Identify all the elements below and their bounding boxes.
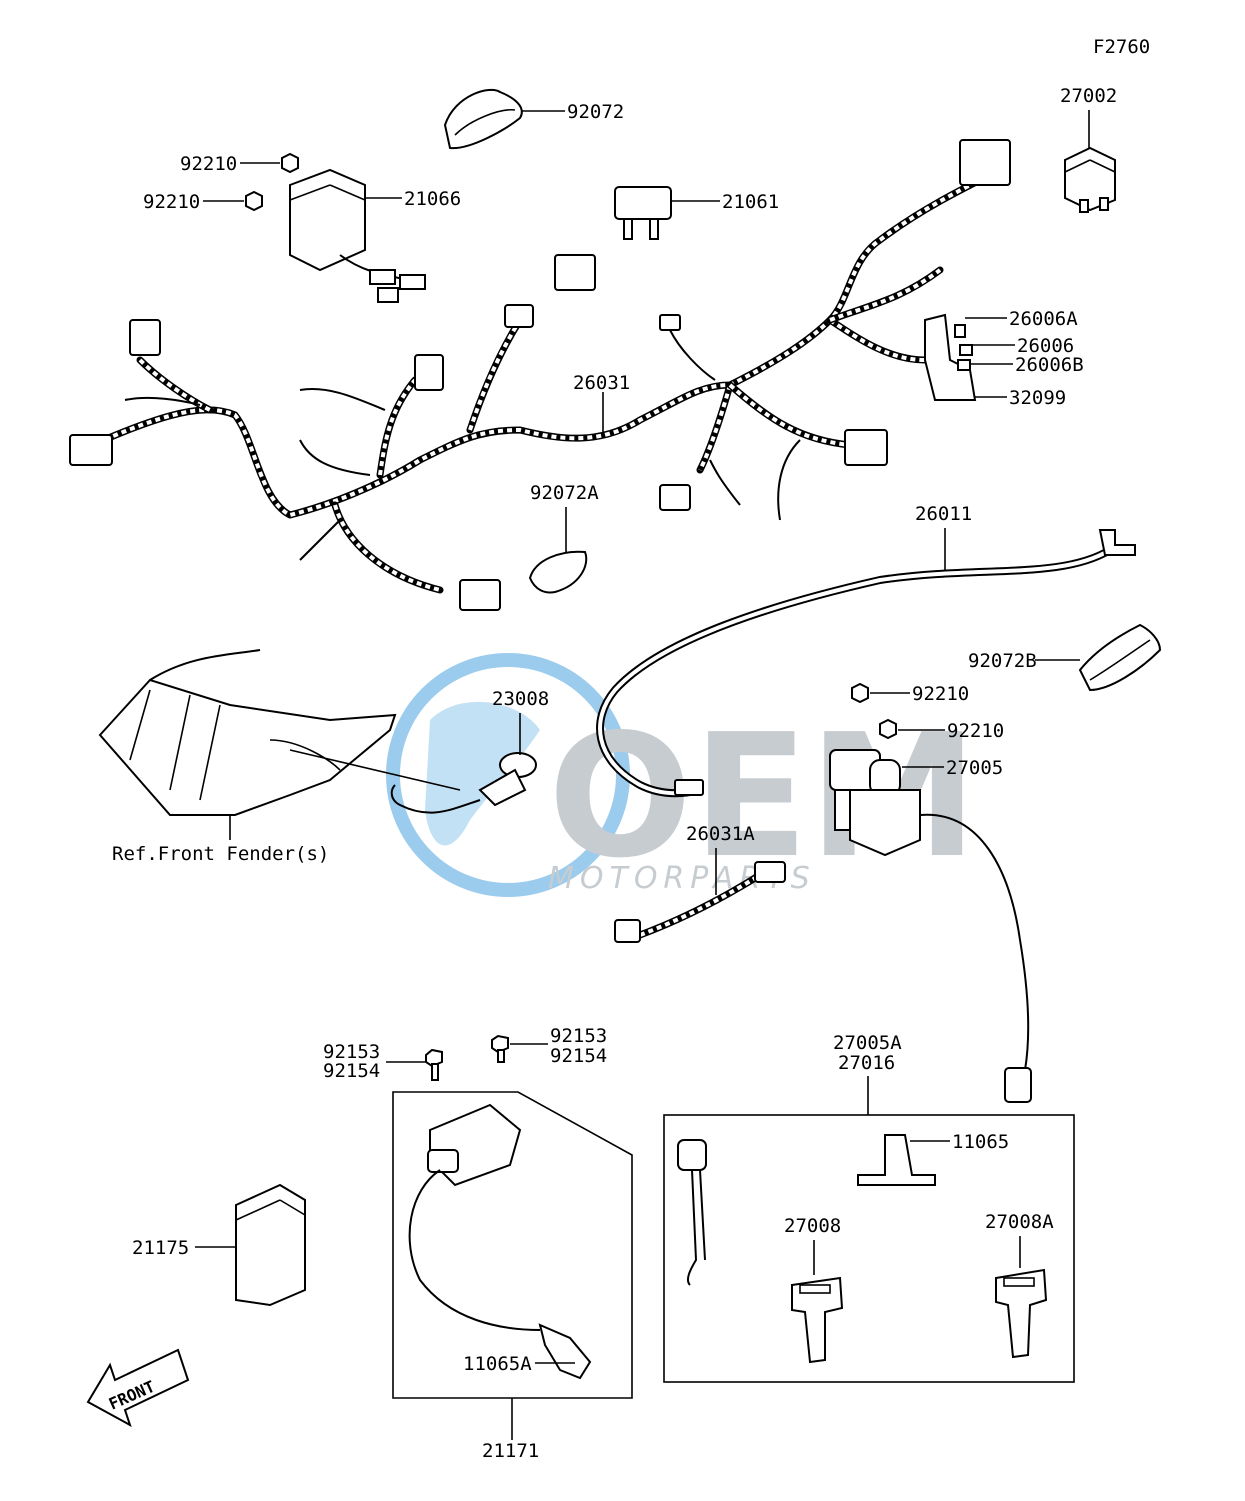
label-92210-d: 92210 [947, 720, 1004, 742]
key-set-box [663, 1114, 1075, 1383]
fuse-holder-32099[interactable] [924, 313, 977, 401]
label-92072A: 92072A [530, 482, 599, 504]
label-26011: 26011 [915, 503, 972, 525]
label-32099: 32099 [1009, 387, 1066, 409]
ignition-coil[interactable] [408, 1103, 592, 1380]
label-26006B: 26006B [1015, 354, 1084, 376]
label-27005: 27005 [946, 757, 1003, 779]
label-92153-a: 92153 [323, 1041, 380, 1063]
label-92154-a: 92154 [323, 1060, 380, 1082]
label-26031: 26031 [573, 372, 630, 394]
main-harness-26031[interactable] [69, 139, 1011, 611]
switch-connector[interactable] [677, 1139, 707, 1286]
front-arrow-icon: FRONT [86, 1348, 190, 1428]
band-92072A[interactable] [528, 550, 588, 594]
band-92072[interactable] [443, 88, 565, 150]
relay-21061[interactable] [614, 186, 720, 240]
label-92153-b: 92153 [550, 1025, 607, 1047]
band-92072B[interactable] [1078, 623, 1162, 692]
nut-icon[interactable] [879, 718, 897, 740]
bolt-icon[interactable] [491, 1034, 509, 1063]
label-ref-front-fender: Ref.Front Fender(s) [112, 843, 329, 865]
label-11065A: 11065A [463, 1353, 532, 1375]
label-92154-b: 92154 [550, 1045, 607, 1067]
label-26006A: 26006A [1009, 308, 1078, 330]
label-23008: 23008 [492, 688, 549, 710]
figure-code: F2760 [1093, 36, 1150, 58]
bolt-icon[interactable] [425, 1048, 443, 1081]
label-26006: 26006 [1017, 335, 1074, 357]
label-92210-c: 92210 [912, 683, 969, 705]
label-27016: 27016 [838, 1052, 895, 1074]
ignition-switch-27005[interactable] [829, 749, 1032, 1103]
label-26031A: 26031A [686, 823, 755, 845]
key-cylinder-11065[interactable] [857, 1134, 936, 1186]
label-21175: 21175 [132, 1237, 189, 1259]
key-27008A-icon[interactable] [995, 1268, 1048, 1359]
label-21066: 21066 [404, 188, 461, 210]
nut-icon[interactable] [245, 190, 263, 212]
label-21171: 21171 [482, 1440, 539, 1462]
regulator-21066[interactable] [289, 168, 426, 303]
label-27005A: 27005A [833, 1032, 902, 1054]
label-21061: 21061 [722, 191, 779, 213]
label-27008A: 27008A [985, 1211, 1054, 1233]
cdi-unit-21175[interactable] [235, 1183, 306, 1307]
front-fender-ref [98, 649, 397, 816]
label-92072B: 92072B [968, 650, 1037, 672]
nut-icon[interactable] [851, 682, 869, 704]
label-92072: 92072 [567, 101, 624, 123]
label-92210-a: 92210 [180, 153, 237, 175]
key-27008-icon[interactable] [791, 1276, 844, 1364]
sub-harness-26031A[interactable] [614, 861, 786, 943]
ground-lead-26011[interactable] [596, 529, 1136, 798]
ignition-coil-box-21171 [392, 1091, 633, 1399]
relay-27002[interactable] [1064, 146, 1116, 213]
label-11065: 11065 [952, 1131, 1009, 1153]
nut-icon[interactable] [281, 152, 299, 174]
lamp-socket-23008[interactable] [289, 749, 537, 814]
label-27002: 27002 [1060, 85, 1117, 107]
label-92210-b: 92210 [143, 191, 200, 213]
label-27008: 27008 [784, 1215, 841, 1237]
